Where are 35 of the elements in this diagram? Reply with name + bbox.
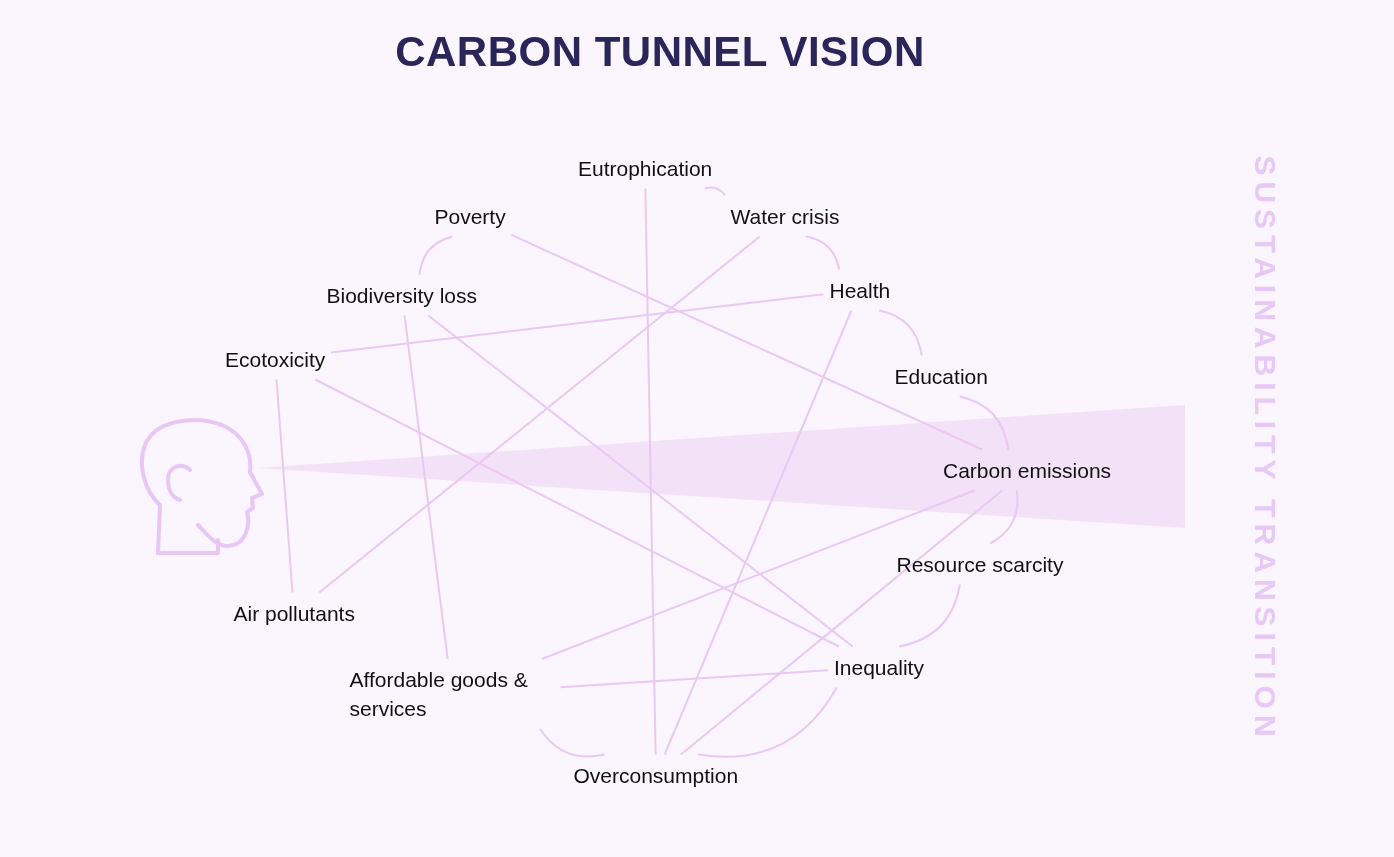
topic-label: Carbon emissions bbox=[943, 455, 1112, 485]
topic-label: Air pollutants bbox=[233, 598, 355, 628]
topic-label: Water crisis bbox=[730, 201, 840, 231]
connector-line bbox=[275, 378, 294, 594]
topic-label: Education bbox=[894, 361, 988, 391]
connector-line bbox=[898, 583, 961, 648]
connector-line bbox=[540, 489, 976, 660]
topic-label: Resource scarcity bbox=[896, 549, 1064, 579]
connector-line bbox=[403, 314, 449, 660]
topic-label: Affordable goods & services bbox=[349, 665, 555, 723]
connector-line bbox=[644, 187, 657, 756]
connector-line bbox=[418, 235, 454, 276]
connector-line bbox=[330, 293, 825, 354]
connector-line bbox=[697, 686, 838, 758]
connector-line bbox=[958, 395, 1010, 451]
connector-line bbox=[989, 489, 1019, 545]
connector-line bbox=[314, 378, 840, 648]
topic-label: Overconsumption bbox=[573, 760, 739, 790]
connector-line bbox=[427, 314, 854, 648]
topic-label: Eutrophication bbox=[578, 153, 713, 183]
connector-line bbox=[703, 186, 727, 197]
topic-label: Biodiversity loss bbox=[326, 280, 478, 310]
connector-line bbox=[559, 669, 829, 689]
topic-label: Ecotoxicity bbox=[225, 344, 326, 374]
connector-line bbox=[539, 728, 606, 758]
connector-line bbox=[663, 309, 853, 756]
topic-label: Poverty bbox=[434, 201, 506, 231]
connector-line bbox=[318, 235, 761, 594]
title: CARBON TUNNEL VISION bbox=[394, 28, 926, 76]
connector-line bbox=[510, 233, 984, 451]
connector-line bbox=[804, 235, 841, 271]
topic-label: Health bbox=[829, 275, 891, 305]
topic-label: Inequality bbox=[834, 652, 924, 682]
connector-line bbox=[679, 489, 1004, 756]
connector-line bbox=[878, 309, 923, 357]
